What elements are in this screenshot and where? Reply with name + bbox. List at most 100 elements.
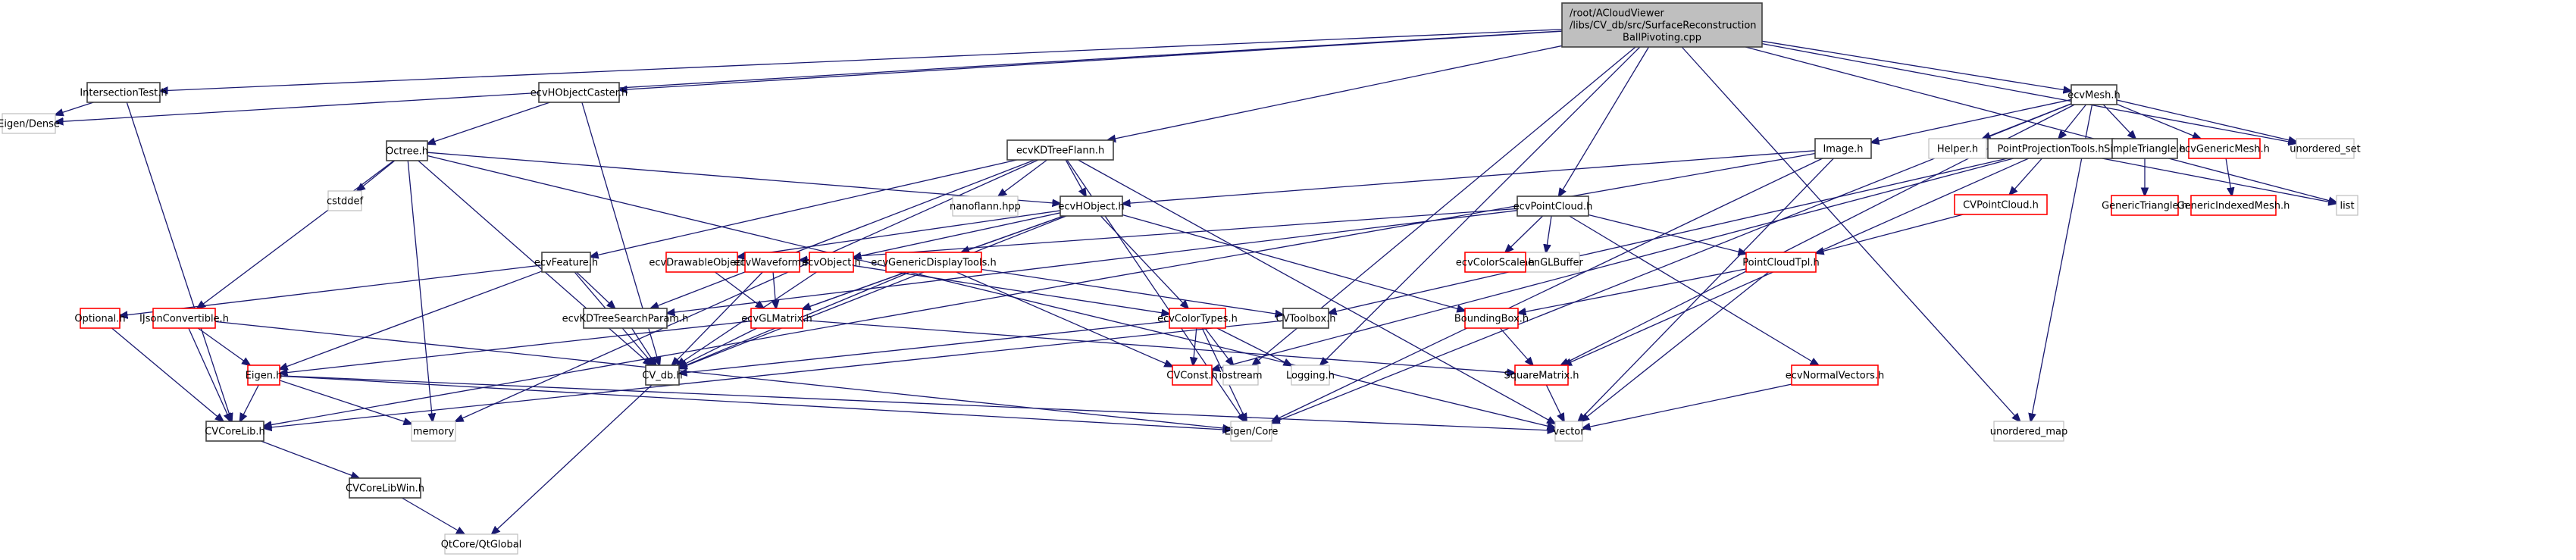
edge-root-to-unordered_set (1761, 42, 2296, 143)
edge-ecvDrawableObject-to-ecvGLMatrix (715, 271, 763, 308)
node-CV_db[interactable]: CV_db.h (642, 364, 683, 386)
edge-ecvKDTreeFlann-to-memory (455, 159, 1039, 421)
node-box (1993, 421, 2064, 442)
node-label: cstddef (327, 196, 364, 208)
node-ecvMesh[interactable]: ecvMesh.h (2067, 84, 2121, 105)
node-label: ecvNormalVectors.h (1786, 371, 1884, 382)
node-ecvGenericDisplayTools[interactable]: ecvGenericDisplayTools.h (871, 252, 997, 273)
edge-IntersectionTest-to-CVCoreLib (126, 102, 231, 421)
node-label: /root/ACloudViewer (1570, 8, 1664, 20)
edge-ecvHObject-to-CV_db (679, 215, 1067, 368)
node-box (1791, 364, 1879, 386)
node-ecvGenericMesh[interactable]: ecvGenericMesh.h (2179, 138, 2270, 159)
node-IJsonConvertible[interactable]: IJsonConvertible.h (139, 308, 229, 329)
node-box (744, 252, 800, 273)
node-ecvKDTreeFlann[interactable]: ecvKDTreeFlann.h (1006, 139, 1114, 161)
edge-ecvKDTreeFlann-to-ecvHObject (1065, 159, 1086, 196)
node-label: Optional.h (74, 314, 125, 325)
node-EigenCore: Eigen/Core (1225, 421, 1278, 442)
node-CVToolbox[interactable]: CVToolbox.h (1275, 308, 1336, 329)
node-ecvKDTreeSearchParam[interactable]: ecvKDTreeSearchParam.h (562, 308, 689, 329)
edge-ecvFeature-to-ecvKDTreeSearchParam (576, 271, 615, 308)
edge-PointProjectionTools-to-CVConst (1212, 158, 2014, 370)
node-box (1554, 421, 1583, 442)
node-label: ecvGenericMesh.h (2179, 144, 2270, 155)
node-box (1230, 421, 1272, 442)
edge-root-to-ecvMesh (1761, 40, 2071, 91)
node-ecvColorTypes[interactable]: ecvColorTypes.h (1157, 308, 1238, 329)
node-CVConst[interactable]: CVConst.h (1166, 364, 1218, 386)
node-box (885, 252, 982, 273)
edge-CVPointCloud-to-PointCloudTpl (1816, 214, 1964, 253)
node-label: ecvHObject.h (1058, 202, 1124, 213)
node-GenericTriangle[interactable]: GenericTriangle.h (2102, 195, 2188, 216)
node-root[interactable]: /root/ACloudViewer/libs/CV_db/src/Surfac… (1561, 2, 1763, 48)
node-ecvHObject[interactable]: ecvHObject.h (1058, 196, 1125, 217)
node-label: ecvMesh.h (2067, 90, 2120, 102)
node-box (809, 252, 854, 273)
node-EigenDense: Eigen/Dense (0, 113, 60, 134)
node-label: IntersectionTest.h (80, 88, 167, 99)
node-box (2111, 138, 2178, 159)
node-box (1464, 308, 1519, 329)
edge-PointCloudTpl-to-vector (1581, 271, 1770, 421)
node-label: CVCoreLib.h (205, 427, 265, 438)
node-unordered_map: unordered_map (1990, 421, 2067, 442)
node-label: unordered_set (2290, 144, 2360, 155)
node-label: GenericTriangle.h (2102, 201, 2188, 212)
node-box (1514, 364, 1569, 386)
node-PointProjectionTools[interactable]: PointProjectionTools.h (1987, 138, 2114, 159)
node-SquareMatrix[interactable]: SquareMatrix.h (1504, 364, 1579, 386)
node-GenericIndexedMesh[interactable]: GenericIndexedMesh.h (2177, 195, 2290, 216)
node-label: Eigen.h (246, 371, 283, 382)
node-label: GenericIndexedMesh.h (2177, 201, 2290, 212)
node-IntersectionTest[interactable]: IntersectionTest.h (80, 82, 167, 103)
node-BoundingBox[interactable]: BoundingBox.h (1454, 308, 1529, 329)
edge-ecvHObjectCaster-to-Octree (427, 102, 550, 144)
node-ecvObject[interactable]: ecvObject.h (802, 252, 861, 273)
node-box (2336, 195, 2358, 216)
node-Octree[interactable]: Octree.h (386, 140, 428, 161)
node-label: iostream (1219, 371, 1262, 382)
edge-Eigen-to-EigenCore (279, 375, 1231, 430)
node-ecvHObjectCaster[interactable]: ecvHObjectCaster.h (531, 82, 628, 103)
node-box (444, 533, 518, 555)
edge-ecvGLMatrix-to-CV_db (679, 327, 758, 367)
node-cstddef: cstddef (327, 190, 364, 211)
edges-layer (55, 29, 2337, 534)
node-box (86, 82, 161, 103)
edge-CVCoreLib-to-CVCoreLibWin (261, 440, 358, 478)
edge-ecvWaveform-to-ecvGLMatrix (773, 271, 776, 308)
node-Image[interactable]: Image.h (1814, 138, 1872, 159)
node-label: ecvObject.h (802, 258, 861, 269)
node-label: Helper.h (1937, 144, 1978, 155)
node-ecvPointCloud[interactable]: ecvPointCloud.h (1513, 196, 1593, 217)
edge-root-to-ecvPointCloud (1559, 46, 1650, 196)
node-ecvColorScale[interactable]: ecvColorScale.h (1456, 252, 1535, 273)
edge-PointProjectionTools-to-list (2102, 158, 2337, 203)
edge-ecvGenericDisplayTools-to-ecvGLMatrix (803, 271, 906, 309)
node-ecvWaveform[interactable]: ecvWaveform.h (734, 252, 811, 273)
node-CVCoreLib[interactable]: CVCoreLib.h (205, 421, 265, 442)
node-PointCloudTpl[interactable]: PointCloudTpl.h (1742, 252, 1820, 273)
edge-ecvColorTypes-to-CV_db (679, 321, 1170, 374)
node-ecvNormalVectors[interactable]: ecvNormalVectors.h (1786, 364, 1884, 386)
node-box (750, 308, 803, 329)
edge-root-to-ecvKDTreeFlann (1108, 45, 1563, 140)
node-label: BallPivoting.cpp (1623, 33, 1701, 44)
node-ecvDrawableObject[interactable]: ecvDrawableObject.h (649, 252, 755, 273)
node-SimpleTriangle[interactable]: SimpleTriangle.h (2104, 138, 2186, 159)
edge-ecvWaveform-to-CV_db (672, 271, 763, 365)
edge-ecvColorTypes-to-CVConst (1193, 327, 1197, 365)
edge-Octree-to-memory (407, 160, 433, 421)
node-box (2188, 138, 2261, 159)
node-ecvGLMatrix[interactable]: ecvGLMatrix.h (741, 308, 812, 329)
node-CVCoreLibWin[interactable]: CVCoreLibWin.h (346, 477, 424, 499)
node-ecvFeature[interactable]: ecvFeature.h (534, 252, 598, 273)
node-label: /libs/CV_db/src/SurfaceReconstruction (1570, 20, 1757, 32)
node-Eigen[interactable]: Eigen.h (246, 364, 283, 386)
node-Optional[interactable]: Optional.h (74, 308, 126, 329)
edge-ecvNormalVectors-to-vector (1582, 383, 1792, 428)
edge-Optional-to-CVCoreLib (111, 327, 224, 421)
node-CVPointCloud[interactable]: CVPointCloud.h (1954, 194, 2048, 215)
